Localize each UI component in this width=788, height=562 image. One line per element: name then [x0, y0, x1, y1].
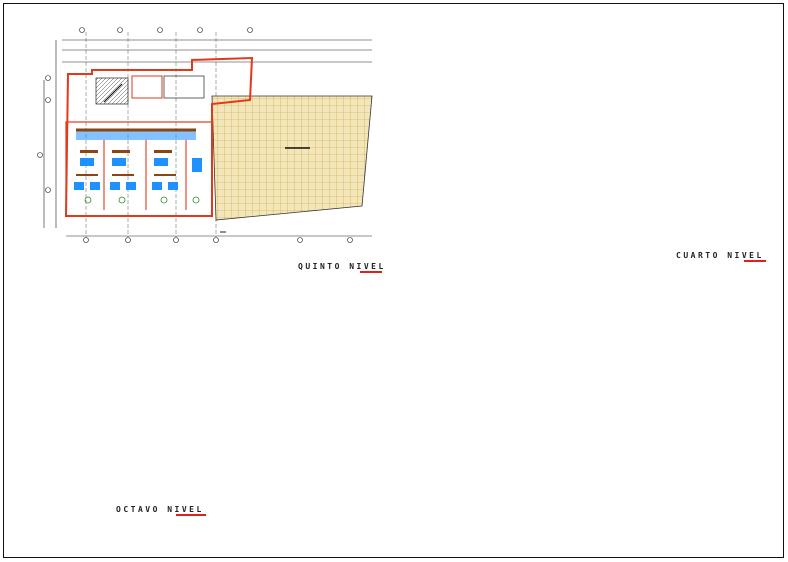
floor-plan-quinto-nivel	[37, 27, 373, 243]
plan-title-underline	[360, 271, 382, 273]
plan-title-underline	[744, 260, 766, 262]
plan-title-underline	[176, 514, 206, 516]
stair-icon	[95, 77, 129, 105]
plan-title-cuarto-nivel: CUARTO NIVEL	[676, 251, 764, 260]
sheet-border	[3, 3, 784, 558]
column-grid-marker-icon	[37, 27, 353, 243]
plan-title-octavo-nivel: OCTAVO NIVEL	[116, 505, 204, 514]
plan-title-quinto-nivel: QUINTO NIVEL	[298, 262, 386, 271]
